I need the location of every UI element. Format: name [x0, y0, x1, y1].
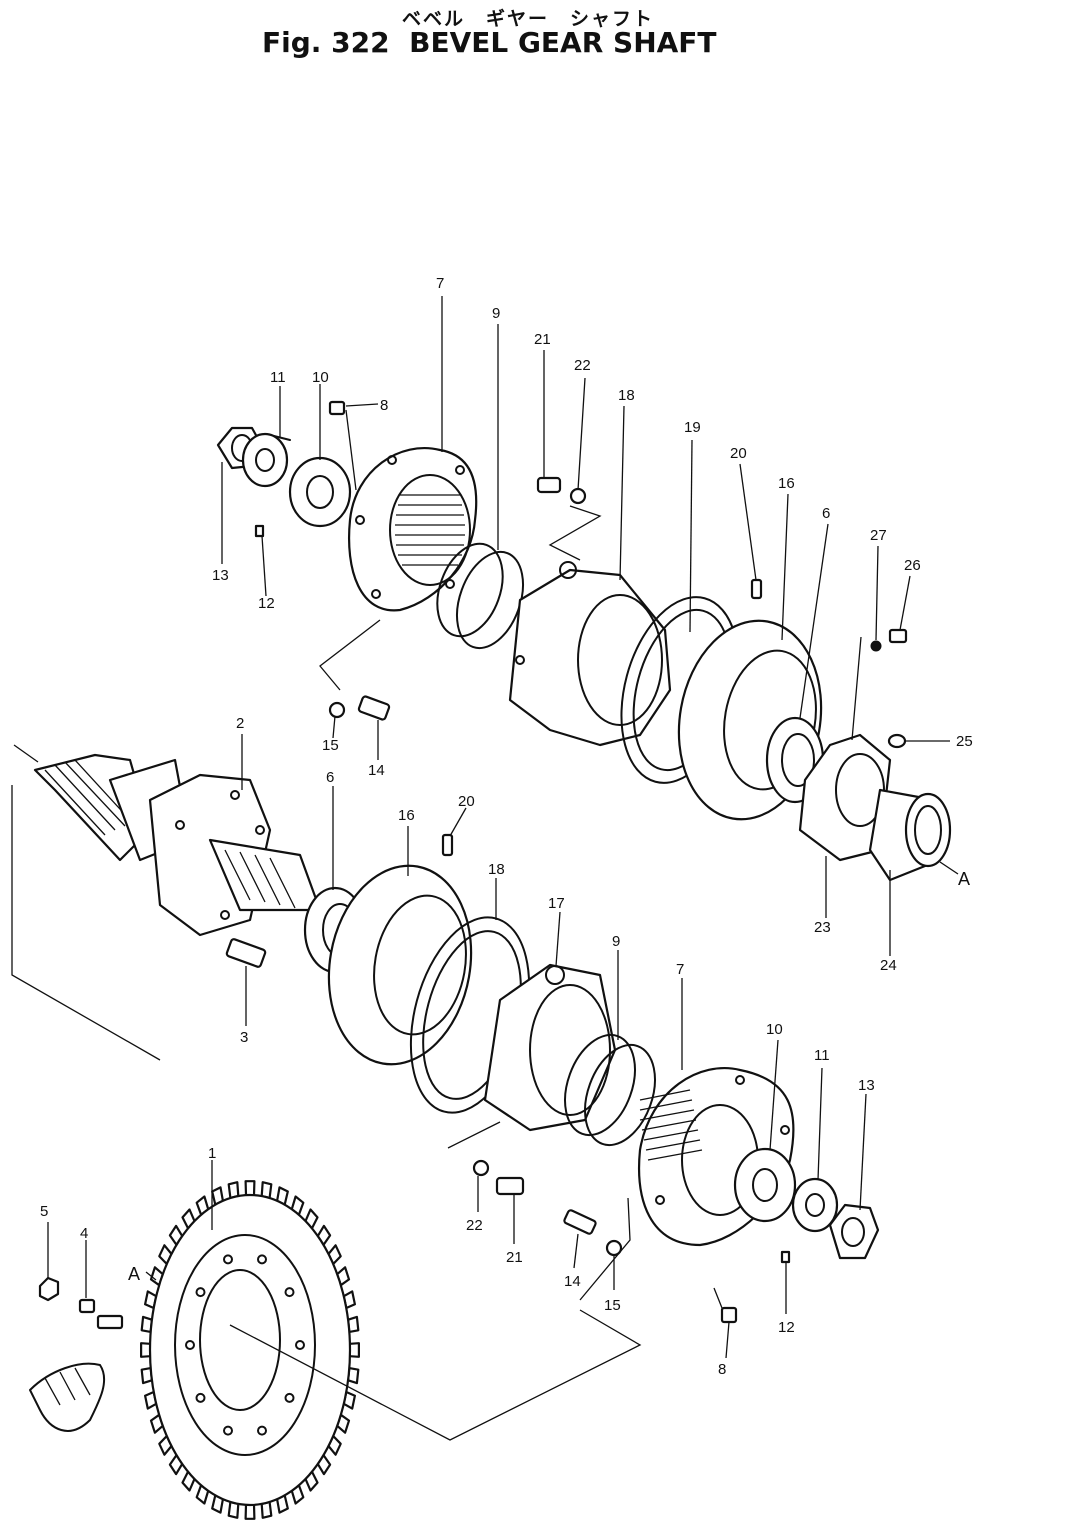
gear-bolt-hole [257, 1254, 267, 1265]
pin-12-lower [780, 1250, 791, 1264]
nipple-27 [870, 640, 882, 652]
lock-washer-11-lower [791, 1177, 839, 1233]
dowel-20-upper [750, 578, 763, 600]
bolt-8-upper [328, 400, 346, 416]
callout-23: 23 [814, 919, 831, 936]
housing-17 [483, 963, 617, 1132]
title-japanese: ベベル ギヤー シャフト [402, 8, 655, 30]
callout-22-lower: 22 [466, 1217, 483, 1234]
washer-22-upper [569, 487, 587, 505]
callout-10-upper: 10 [312, 369, 329, 386]
callout-3: 3 [240, 1029, 248, 1046]
washer-4 [78, 1298, 96, 1314]
callout-25: 25 [956, 733, 973, 750]
dowel-20-lower [441, 833, 454, 857]
gear-tooth [244, 1180, 256, 1197]
callout-11-upper: 11 [270, 369, 286, 386]
callout-17: 17 [548, 895, 565, 912]
callout-16-lower: 16 [398, 807, 415, 824]
callout-1: 1 [208, 1145, 216, 1162]
callout-18-lower: 18 [488, 861, 505, 878]
cover-7-upper [348, 447, 478, 612]
lock-washer-11-upper [241, 432, 291, 488]
plug-26 [888, 628, 908, 644]
figure-title: Fig. 322 BEVEL GEAR SHAFT [262, 26, 717, 59]
callout-18-upper: 18 [618, 387, 635, 404]
callout-14-upper: 14 [368, 762, 385, 779]
bevel-gear-shaft-2 [33, 753, 322, 937]
leader-lines [11, 296, 959, 1441]
washer-10-lower [733, 1147, 797, 1223]
callout-15-lower: 15 [604, 1297, 621, 1314]
callout-5: 5 [40, 1203, 48, 1220]
collar-24 [868, 788, 952, 882]
callout-20-lower: 20 [458, 793, 475, 810]
callout-4: 4 [80, 1225, 88, 1242]
callout-A-gear: A [128, 1264, 140, 1284]
washer-15-lower [605, 1239, 623, 1257]
callout-2: 2 [236, 715, 244, 732]
housing-18-upper [508, 561, 672, 747]
callout-8-lower: 8 [718, 1361, 726, 1378]
nut-5 [38, 1276, 60, 1302]
pin-12-upper [254, 524, 265, 538]
bolt-21-upper [536, 476, 562, 494]
nut-13-lower [828, 1203, 880, 1260]
bevel-gear-1 [140, 1180, 360, 1520]
bolt-4-stud [96, 1314, 124, 1330]
gear-bolt-hole [223, 1254, 233, 1265]
callout-13-upper: 13 [212, 567, 229, 584]
callout-6-lower: 6 [326, 769, 334, 786]
bolt-14-lower [563, 1209, 597, 1235]
gear-bolt-hole [295, 1340, 305, 1350]
callout-12-upper: 12 [258, 595, 275, 612]
callout-19: 19 [684, 419, 701, 436]
gear-bolt-hole [284, 1392, 295, 1403]
bolt-21-lower [495, 1176, 525, 1196]
plug-25 [887, 733, 907, 749]
callout-20-upper: 20 [730, 445, 747, 462]
callout-24: 24 [880, 957, 897, 974]
callout-16-upper: 16 [778, 475, 795, 492]
callout-15-upper: 15 [322, 737, 339, 754]
gear-bolt-hole [185, 1340, 195, 1350]
callout-7-upper: 7 [436, 275, 444, 292]
bolt-3 [225, 938, 267, 968]
callout-10-lower: 10 [766, 1021, 783, 1038]
callout-13-lower: 13 [858, 1077, 875, 1094]
bolt-14-upper [357, 695, 391, 721]
callout-21-upper: 21 [534, 331, 551, 348]
bearing-cage-16-lower [327, 864, 473, 1066]
callout-21-lower: 21 [506, 1249, 523, 1266]
callout-12-lower: 12 [778, 1319, 795, 1336]
callout-7-lower: 7 [676, 961, 684, 978]
washer-15-upper [328, 701, 346, 719]
callout-9-upper: 9 [492, 305, 500, 322]
washer-22-lower [472, 1159, 490, 1177]
callout-6-upper: 6 [822, 505, 830, 522]
gear-bolt-hole [195, 1287, 206, 1298]
callout-14-lower: 14 [564, 1273, 581, 1290]
gear-tooth [140, 1342, 152, 1358]
washer-10-upper [288, 456, 352, 528]
gear-bolt-hole [257, 1425, 267, 1436]
callout-labels: 7 9 21 22 18 19 20 16 6 27 26 25 A 23 24… [40, 275, 973, 1378]
callout-A-shaft: A [958, 869, 970, 889]
callout-8-upper: 8 [380, 397, 388, 414]
callout-26: 26 [904, 557, 921, 574]
callout-27: 27 [870, 527, 887, 544]
bolt-8-lower [720, 1306, 738, 1324]
gear-bolt-hole [195, 1392, 206, 1403]
callout-9-lower: 9 [612, 933, 620, 950]
gear-bolt-hole [223, 1425, 233, 1436]
gear-bolt-hole [284, 1287, 295, 1298]
pinion-sketch [29, 1362, 106, 1432]
callout-22-upper: 22 [574, 357, 591, 374]
gear-tooth [348, 1342, 360, 1358]
gear-tooth [244, 1503, 256, 1520]
callout-11-lower: 11 [814, 1047, 830, 1064]
